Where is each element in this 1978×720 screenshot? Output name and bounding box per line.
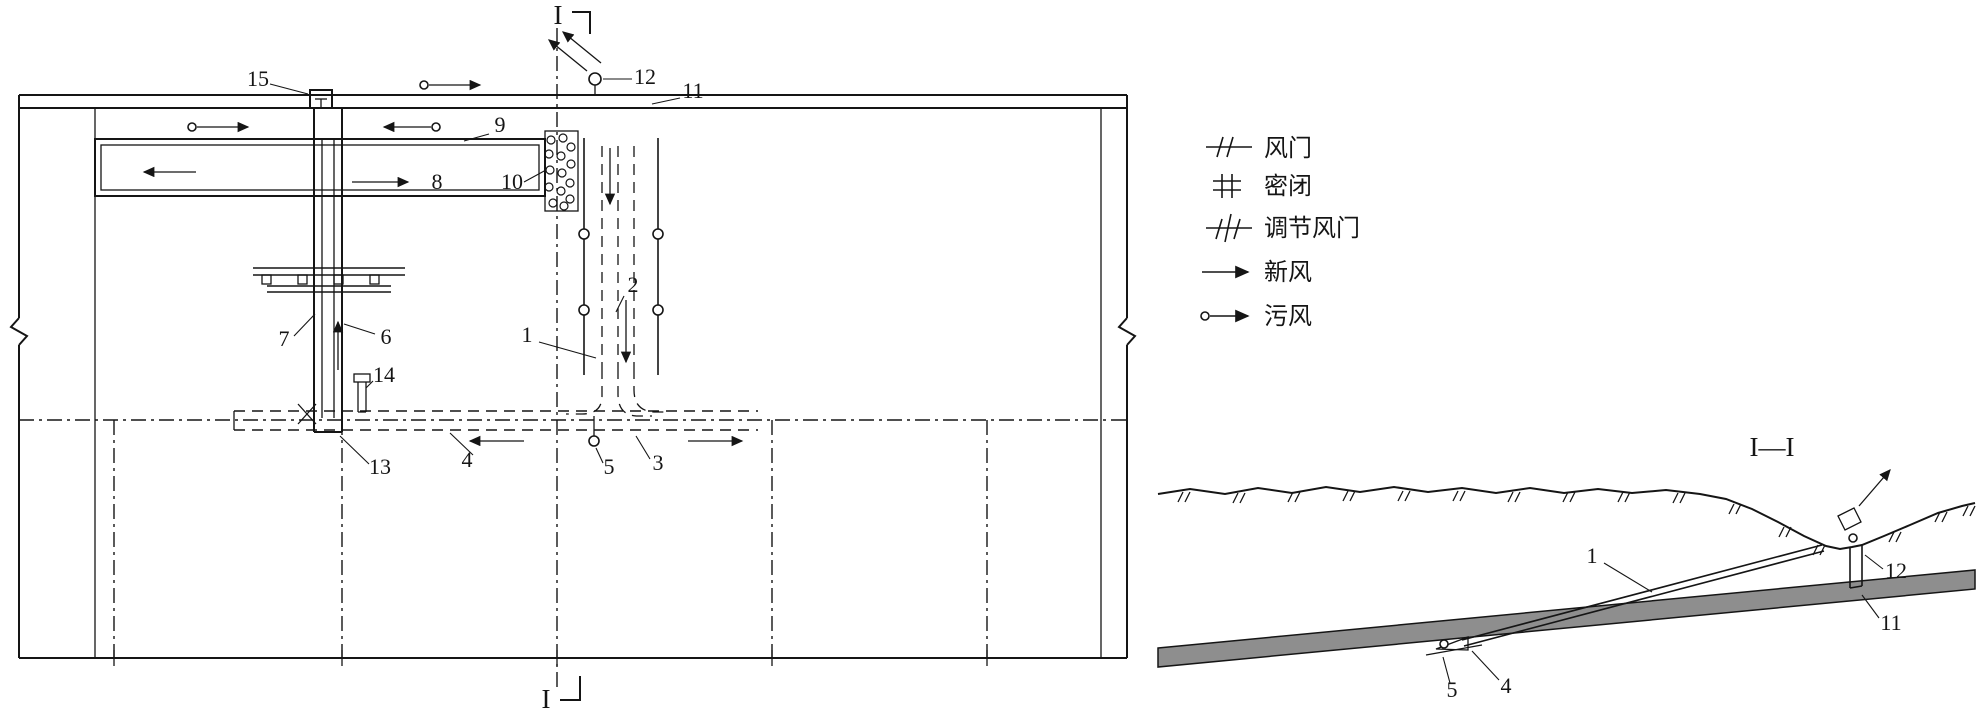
section-bracket-bottom bbox=[560, 676, 581, 701]
plan-labels: 15 9 8 10 12 11 7 6 14 13 1 2 4 5 bbox=[247, 64, 704, 479]
legend-regulating-air-door: 调节风门 bbox=[1206, 213, 1360, 243]
section-title: I—I bbox=[1750, 432, 1795, 462]
plan-label-3: 3 bbox=[653, 450, 664, 475]
foul-air-arrow-icon bbox=[1200, 309, 1250, 323]
plan-label-11: 11 bbox=[682, 78, 703, 103]
plan-label-10: 10 bbox=[501, 169, 523, 194]
plan-label-12: 12 bbox=[634, 64, 656, 89]
break-symbol-right bbox=[1117, 317, 1137, 346]
legend-label: 新风 bbox=[1264, 258, 1312, 286]
shaft bbox=[297, 89, 343, 433]
section-labels: 1 12 11 5 4 bbox=[1442, 543, 1907, 702]
legend-air-door: 风门 bbox=[1206, 134, 1312, 162]
legend-label: 污风 bbox=[1264, 302, 1312, 330]
main-adit bbox=[19, 94, 1127, 109]
centerlines bbox=[19, 28, 1127, 692]
regulator-device bbox=[588, 435, 600, 447]
section-label-12: 12 bbox=[1885, 558, 1907, 583]
ground-surface bbox=[1157, 485, 1976, 551]
lower-gallery bbox=[233, 410, 758, 447]
section-marker-bottom: I bbox=[542, 684, 551, 714]
gob-area bbox=[544, 130, 579, 212]
vertical-workings bbox=[566, 138, 670, 417]
plan-airflow-arrows bbox=[142, 79, 482, 370]
break-symbol-left bbox=[9, 317, 29, 346]
exhaust-arrow bbox=[547, 39, 588, 72]
plan-label-13: 13 bbox=[369, 454, 391, 479]
incline-bottom-structure bbox=[1425, 636, 1483, 656]
exhaust-arrow bbox=[1858, 469, 1891, 507]
section-label-5: 5 bbox=[1447, 677, 1458, 702]
plan-label-1: 1 bbox=[522, 322, 533, 347]
legend-foul-air: 污风 bbox=[1200, 302, 1312, 330]
legend-seal: 密闭 bbox=[1213, 172, 1312, 200]
section-markers: I I bbox=[542, 0, 591, 714]
fan-icon bbox=[588, 72, 602, 86]
platforms bbox=[253, 267, 405, 293]
plan-label-9: 9 bbox=[495, 112, 506, 137]
section-bracket-top bbox=[572, 11, 591, 34]
legend-label: 风门 bbox=[1264, 134, 1312, 162]
section-label-11: 11 bbox=[1880, 610, 1901, 635]
plan-label-2: 2 bbox=[628, 272, 639, 297]
section-view: I—I bbox=[1157, 432, 1976, 702]
exhaust-arrow bbox=[561, 31, 602, 64]
surface-fan bbox=[547, 31, 602, 95]
plan-label-8: 8 bbox=[432, 169, 443, 194]
section-label-4: 4 bbox=[1501, 673, 1512, 698]
fan-icon bbox=[1848, 533, 1858, 543]
fan-housing-icon bbox=[1837, 507, 1862, 531]
legend-fresh-air: 新风 bbox=[1202, 258, 1312, 286]
legend-label: 密闭 bbox=[1264, 172, 1312, 200]
section-marker-top: I bbox=[554, 0, 563, 30]
rooms bbox=[94, 138, 546, 197]
inclined-adit bbox=[1461, 544, 1825, 647]
plan-label-15: 15 bbox=[247, 66, 269, 91]
section-label-1: 1 bbox=[1587, 543, 1598, 568]
plan-view: I I bbox=[9, 0, 1137, 714]
legend: 风门 密闭 调节风门 新风 bbox=[1200, 134, 1360, 330]
measuring-station bbox=[353, 373, 371, 413]
air-door-icon bbox=[1206, 136, 1252, 158]
plan-label-7: 7 bbox=[279, 326, 290, 351]
seal-icon bbox=[1213, 174, 1241, 198]
regulating-air-door-icon bbox=[1206, 213, 1252, 243]
legend-label: 调节风门 bbox=[1264, 214, 1360, 242]
plan-label-5: 5 bbox=[604, 454, 615, 479]
plan-label-4: 4 bbox=[462, 447, 473, 472]
plan-label-6: 6 bbox=[381, 324, 392, 349]
fan-drift bbox=[1837, 469, 1891, 589]
plan-label-14: 14 bbox=[373, 362, 395, 387]
